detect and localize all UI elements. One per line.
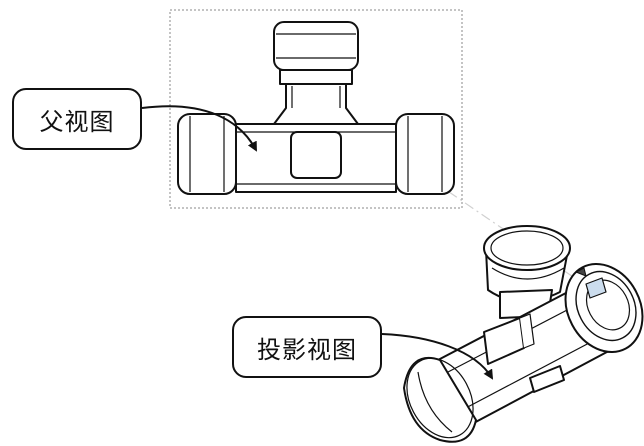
center-boss bbox=[290, 131, 342, 179]
parent-view-drawing[interactable] bbox=[177, 21, 455, 195]
projected-view-callout: 投影视图 bbox=[232, 316, 382, 378]
top-neck bbox=[279, 69, 353, 85]
parent-view-label: 父视图 bbox=[39, 107, 115, 136]
left-end-nut bbox=[403, 357, 477, 443]
underside-tab bbox=[529, 365, 565, 393]
orientation-marker bbox=[585, 277, 607, 299]
parent-view-selection-box[interactable] bbox=[169, 9, 463, 209]
top-stem bbox=[273, 83, 359, 125]
left-nut bbox=[177, 113, 237, 195]
projected-view-label: 投影视图 bbox=[257, 335, 357, 364]
parent-view-leader-arrow bbox=[141, 105, 257, 152]
parent-view-callout: 父视图 bbox=[12, 88, 142, 150]
projected-view-leader-arrow bbox=[381, 333, 494, 380]
right-nut bbox=[395, 113, 455, 195]
projected-view-drawing[interactable] bbox=[394, 225, 644, 446]
top-nut bbox=[273, 21, 359, 71]
